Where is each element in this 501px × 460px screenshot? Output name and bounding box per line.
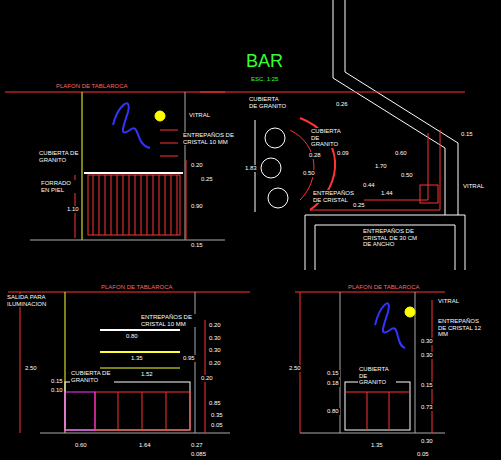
elevation-back (8, 292, 250, 433)
dimension-label: 0.85 (208, 400, 222, 407)
dimension-label: 0.15 (326, 370, 340, 377)
dimension-label: 0.44 (362, 182, 376, 189)
dimension-label: 0.15 (420, 382, 434, 389)
note-label: CUBIERTA DE GRANITO (358, 366, 396, 386)
dimension-label: 1.35 (370, 442, 384, 449)
note-label: VITRAL (462, 183, 485, 190)
dimension-label: 0.18 (326, 380, 340, 387)
note-label: ESC. 1:25 (250, 76, 279, 83)
note-label: ENTREPAÑOS DE CRISTAL 12 MM (437, 318, 489, 338)
dimension-label: 0.60 (394, 150, 408, 157)
dimension-label: 0.50 (400, 172, 414, 179)
elevation-side (295, 292, 445, 433)
dimension-label: 0.20 (208, 360, 222, 367)
dimension-label: 0.80 (326, 408, 340, 415)
elevation-front (5, 92, 225, 240)
dimension-label: 0.05 (416, 451, 430, 458)
note-label: ENTREPAÑOS DE CRISTAL 10 MM (140, 314, 197, 327)
note-label: FORRADO EN PIEL (40, 180, 77, 193)
dimension-label: 0.28 (308, 152, 322, 159)
dimension-label: 0.50 (302, 170, 316, 177)
drawing-title: BAR (245, 52, 284, 72)
dimension-label: 0.085 (190, 451, 207, 458)
dimension-label: 0.90 (190, 203, 204, 210)
note-label: VITRAL (437, 298, 460, 305)
dimension-label: 0.15 (50, 378, 64, 385)
note-label: CUBIERTA DE GRANITO (310, 128, 342, 148)
dimension-label: 1.64 (138, 442, 152, 449)
dimension-label: 0.73 (420, 404, 434, 411)
dimension-label: 1.52 (140, 371, 154, 378)
note-label: ENTREPAÑOS DE CRISTAL (312, 190, 364, 203)
dimension-label: 0.30 (208, 335, 222, 342)
dimension-label: 0.30 (420, 338, 434, 345)
dimension-label: 1.10 (66, 206, 80, 213)
dimension-label: 1.44 (380, 190, 394, 197)
dimension-label: 0.20 (190, 162, 204, 169)
dimension-label: 0.09 (336, 150, 350, 157)
note-label: CUBIERTA DE GRANITO (70, 370, 114, 383)
dimension-label: 0.15 (190, 242, 204, 249)
dimension-label: 1.83 (244, 165, 258, 172)
dimension-label: 1.35 (130, 355, 144, 362)
dimension-label: 0.30 (420, 352, 434, 359)
dimension-label: 0.30 (208, 347, 222, 354)
dimension-label: 0.15 (460, 131, 474, 138)
dimension-label: 0.25 (200, 176, 214, 183)
dimension-label: 0.30 (420, 438, 434, 445)
note-label: ENTREPAÑOS DE CRISTAL DE 30 CM DE ANCHO (362, 228, 424, 248)
dimension-label: 0.35 (210, 412, 224, 419)
dimension-label: 1.70 (374, 163, 388, 170)
dimension-label: 2.50 (24, 365, 38, 372)
dimension-label: 0.27 (190, 442, 204, 449)
dimension-label: 0.60 (74, 442, 88, 449)
dimension-label: 0.95 (182, 355, 196, 362)
plan-view (200, 0, 465, 270)
dimension-label: 0.20 (208, 322, 222, 329)
dimension-label: 0.10 (50, 387, 64, 394)
dimension-label: 0.80 (125, 333, 139, 340)
dimension-label: 0.05 (210, 422, 224, 429)
note-label: CUBIERTA DE GRANITO (38, 150, 80, 163)
note-label: ENTREPAÑOS DE CRISTAL 10 MM (182, 132, 239, 145)
note-label: PLAFON DE TABLAROCA (347, 284, 420, 291)
note-label: PLAFON DE TABLAROCA (55, 83, 128, 90)
note-label: PLAFON DE TABLAROCA (100, 284, 173, 291)
note-label: VITRAL (188, 112, 211, 119)
dimension-label: 0.26 (335, 101, 349, 108)
dimension-label: 2.50 (288, 365, 302, 372)
note-label: CUBIERTA DE GRANITO (248, 96, 288, 109)
note-label: SALIDA PARA ILUMINACION (6, 294, 48, 307)
dimension-label: 0.20 (200, 375, 214, 382)
